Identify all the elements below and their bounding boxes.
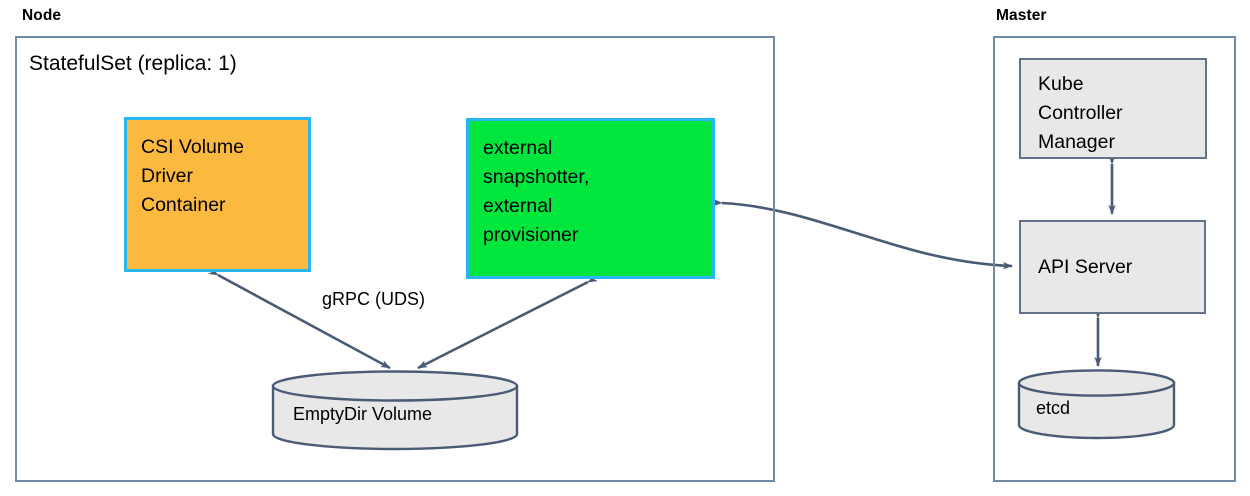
kube-controller-manager-label: Kube Controller Manager bbox=[1038, 73, 1123, 153]
csi-volume-driver-container-label: CSI Volume Driver Container bbox=[141, 136, 244, 216]
csi-volume-driver-container-box[interactable]: CSI Volume Driver Container bbox=[124, 117, 311, 272]
api-server-box[interactable]: API Server bbox=[1019, 220, 1206, 314]
api-server-label: API Server bbox=[1038, 255, 1133, 278]
grpc-uds-edge-label: gRPC (UDS) bbox=[322, 289, 426, 309]
kube-controller-manager-box[interactable]: Kube Controller Manager bbox=[1019, 58, 1207, 159]
external-controllers-box[interactable]: external snapshotter, external provision… bbox=[466, 118, 715, 279]
external-controllers-label: external snapshotter, external provision… bbox=[483, 137, 590, 246]
master-group-label: Master bbox=[996, 7, 1047, 24]
node-group-box bbox=[15, 36, 775, 482]
etcd-cylinder[interactable]: etcd bbox=[1017, 369, 1176, 441]
master-group-box bbox=[993, 36, 1236, 482]
etcd-label: etcd bbox=[1036, 398, 1071, 418]
emptydir-volume-cylinder[interactable]: EmptyDir Volume bbox=[271, 370, 519, 452]
node-group-label: Node bbox=[22, 7, 62, 24]
statefulset-title: StatefulSet (replica: 1) bbox=[29, 52, 237, 75]
emptydir-volume-label: EmptyDir Volume bbox=[293, 404, 433, 424]
